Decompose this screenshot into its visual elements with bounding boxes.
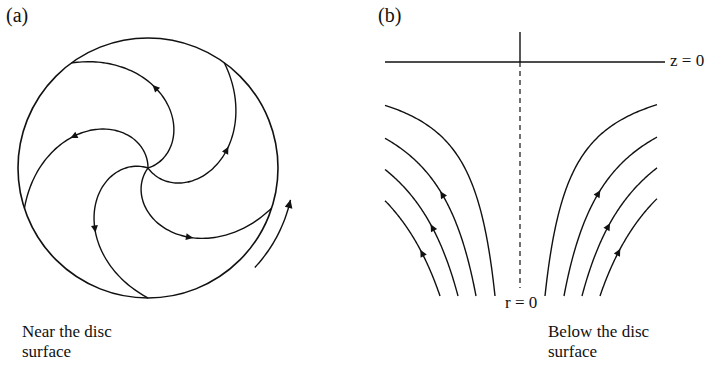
flow-arrowhead — [185, 233, 193, 240]
flow-arrowhead — [431, 224, 437, 232]
flow-arrowhead — [603, 223, 610, 231]
panel-label: (b) — [378, 4, 401, 27]
flow-arrowhead — [594, 190, 601, 198]
disc-side-view — [385, 32, 665, 296]
streamline — [71, 62, 173, 168]
panel-caption: Near the disc surface — [22, 322, 134, 361]
flow-arrowhead — [70, 132, 78, 138]
streamline — [582, 168, 657, 296]
rotation-arrow — [255, 200, 291, 268]
axis-label: r = 0 — [505, 293, 537, 313]
disc-rim — [18, 38, 278, 298]
panel-label: (a) — [6, 4, 28, 27]
streamline — [24, 129, 148, 208]
disc-top-view — [18, 38, 292, 298]
flow-arrowhead — [222, 147, 228, 155]
axis-line — [519, 32, 520, 62]
streamline — [385, 138, 476, 296]
streamline — [385, 169, 458, 296]
streamline — [148, 63, 236, 183]
streamline — [545, 105, 657, 296]
flow-arrowhead — [153, 85, 161, 93]
flow-arrowhead — [614, 249, 620, 257]
panel-caption: Below the disc surface — [548, 322, 666, 361]
streamline — [564, 137, 657, 296]
streamline — [141, 168, 272, 238]
axis-label: z = 0 — [670, 51, 704, 71]
flow-arrowhead — [440, 191, 447, 199]
flow-arrowhead — [420, 250, 426, 258]
axis-dashed — [519, 62, 520, 288]
disc-surface-line — [385, 61, 665, 62]
rotation-arrowhead — [285, 200, 293, 209]
streamline — [385, 201, 440, 296]
flow-arrowhead — [91, 225, 98, 233]
streamline — [94, 166, 148, 298]
streamline — [385, 105, 495, 296]
streamline — [600, 199, 657, 296]
